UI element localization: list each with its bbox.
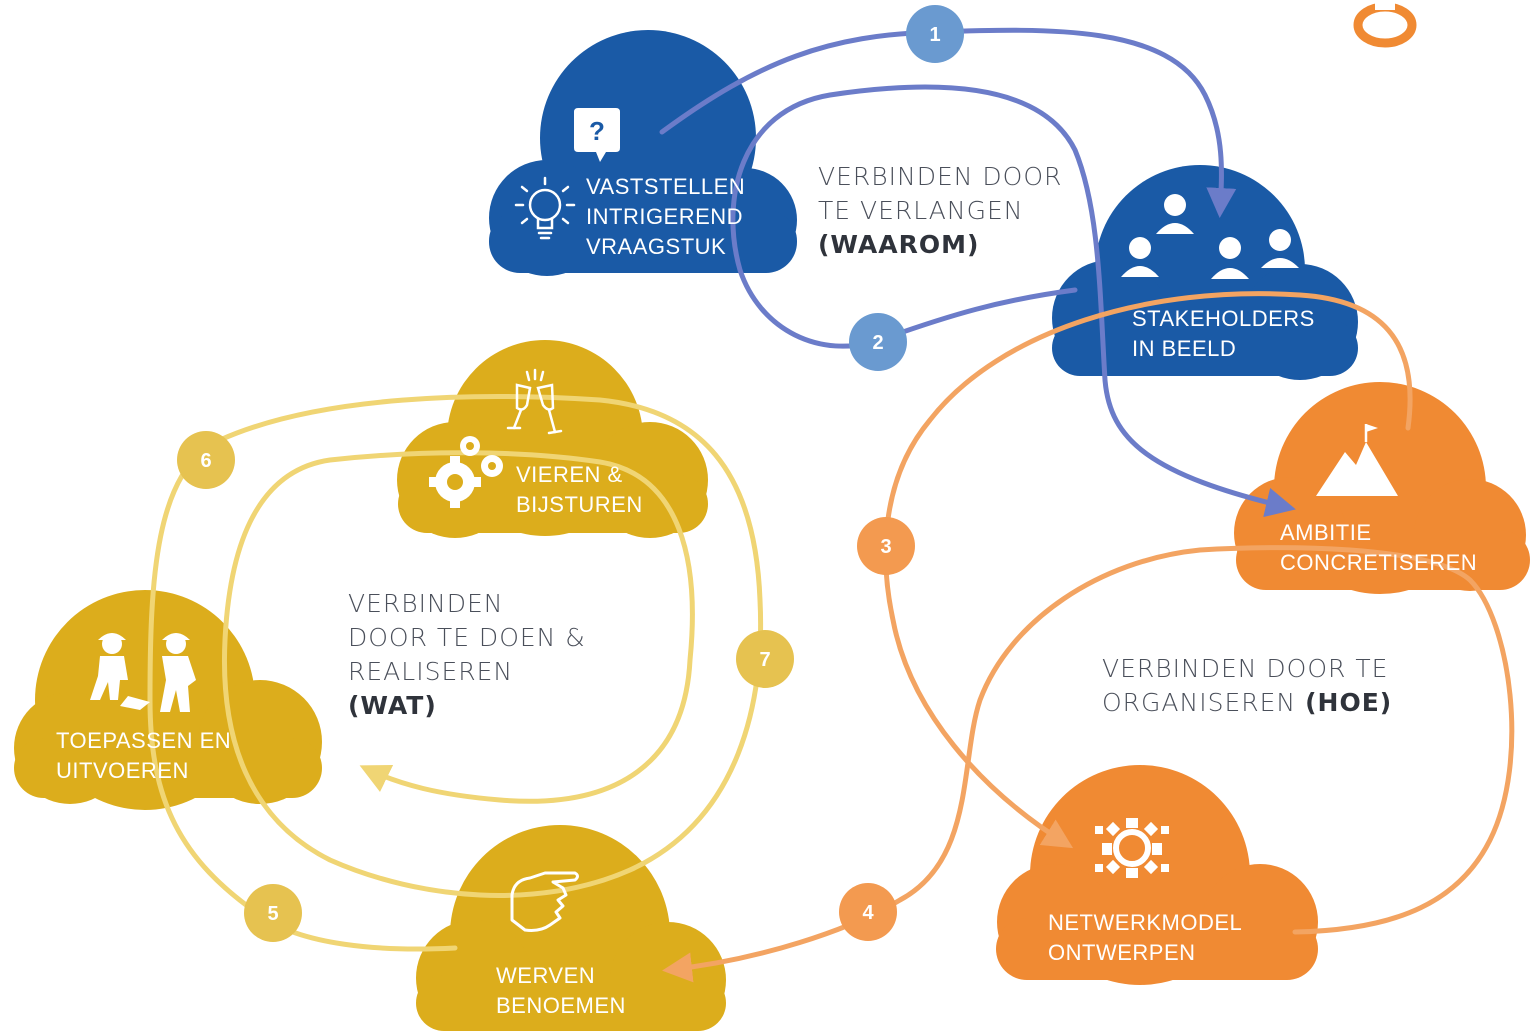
- step-badge-4: 4: [839, 883, 897, 941]
- label-line: STAKEHOLDERS: [1132, 306, 1315, 331]
- label-line: NETWERKMODEL: [1048, 910, 1243, 935]
- step-number: 6: [200, 450, 211, 472]
- step-number: 5: [267, 903, 278, 925]
- section-line: VERBINDEN DOOR: [818, 162, 1063, 191]
- label-line: BIJSTUREN: [516, 492, 643, 517]
- label-line: IN BEELD: [1132, 336, 1237, 361]
- orange-flow-lines: [662, 291, 1515, 983]
- step-badge-2: 2: [849, 313, 907, 371]
- section-line: TE VERLANGEN: [818, 196, 1024, 225]
- step-badge-1: 1: [906, 5, 964, 63]
- step-badge-6: 6: [177, 431, 235, 489]
- lightbulb-icon: [514, 176, 576, 240]
- network-icon: [1095, 818, 1169, 878]
- section-line: VERBINDEN DOOR TE: [1102, 654, 1389, 683]
- step-number: 2: [872, 332, 883, 354]
- label-line: INTRIGEREND: [586, 204, 744, 229]
- cloud-label-ambitie: AMBITIE CONCRETISEREN: [1280, 518, 1477, 578]
- cloud-stakeholders: [1052, 165, 1358, 380]
- step-number: 3: [880, 536, 891, 558]
- section-keyword: (WAAROM): [818, 230, 980, 259]
- line-werven-to-vieren: [147, 394, 764, 952]
- label-line: CONCRETISEREN: [1280, 550, 1478, 575]
- people-icon: [1121, 194, 1299, 279]
- cloud-netwerkmodel: [996, 765, 1318, 985]
- label-line: AMBITIE: [1280, 520, 1372, 545]
- section-line: ORGANISEREN: [1102, 688, 1297, 717]
- section-line: DOOR TE DOEN &: [348, 623, 586, 652]
- mountain-flag-icon: [1316, 424, 1398, 496]
- champagne-icon: [506, 368, 563, 435]
- section-line: VERBINDEN: [348, 589, 504, 618]
- step-number: 1: [929, 24, 940, 46]
- step-number: 4: [862, 902, 874, 924]
- step-number: 7: [759, 649, 770, 671]
- cloud-label-vieren: VIEREN & BIJSTUREN: [516, 460, 643, 520]
- gears-icon: [429, 436, 503, 508]
- label-line: WERVEN: [496, 963, 596, 988]
- cloud-label-toepassen: TOEPASSEN EN UITVOEREN: [56, 726, 231, 786]
- svg-text:?: ?: [589, 116, 605, 146]
- step-badge-3: 3: [857, 517, 915, 575]
- workers-icon: [90, 633, 196, 712]
- cloud-toepassen: [14, 590, 322, 810]
- cloud-label-stakeholders: STAKEHOLDERS IN BEELD: [1132, 304, 1315, 364]
- label-line: VIEREN &: [516, 462, 623, 487]
- question-bubble-icon: ?: [574, 108, 620, 162]
- cloud-label-netwerkmodel: NETWERKMODEL ONTWERPEN: [1048, 908, 1242, 968]
- gold-flow-lines: [147, 394, 764, 952]
- line-stakeholders-to-netwerkmodel: [883, 291, 1413, 849]
- label-line: ONTWERPEN: [1048, 940, 1196, 965]
- line-netwerkmodel-to-werven: [662, 545, 1515, 983]
- step-badge-5: 5: [244, 884, 302, 942]
- section-keyword: (WAT): [348, 691, 437, 720]
- cloud-vraagstuk: [489, 30, 797, 276]
- label-line: UITVOEREN: [56, 758, 189, 783]
- label-line: BENOEMEN: [496, 993, 626, 1018]
- step-badge-7: 7: [736, 630, 794, 688]
- section-wat: VERBINDEN DOOR TE DOEN & REALISEREN (WAT…: [348, 587, 586, 723]
- section-keyword: (HOE): [1305, 688, 1393, 717]
- pointing-hand-icon: [510, 871, 579, 932]
- cloud-label-werven: WERVEN BENOEMEN: [496, 961, 626, 1021]
- section-waarom: VERBINDEN DOOR TE VERLANGEN (WAAROM): [818, 160, 1062, 262]
- cloud-vieren: [397, 340, 708, 538]
- label-line: VASTSTELLEN: [586, 174, 746, 199]
- line-vraagstuk-to-stakeholders: [659, 27, 1237, 218]
- cloud-label-vraagstuk: VASTSTELLEN INTRIGEREND VRAAGSTUK: [586, 172, 745, 262]
- label-line: TOEPASSEN EN: [56, 728, 232, 753]
- section-line: REALISEREN: [348, 657, 514, 686]
- section-hoe: VERBINDEN DOOR TE ORGANISEREN (HOE): [1102, 652, 1392, 720]
- ring-logo-icon: [1353, 0, 1417, 48]
- label-line: VRAAGSTUK: [586, 234, 727, 259]
